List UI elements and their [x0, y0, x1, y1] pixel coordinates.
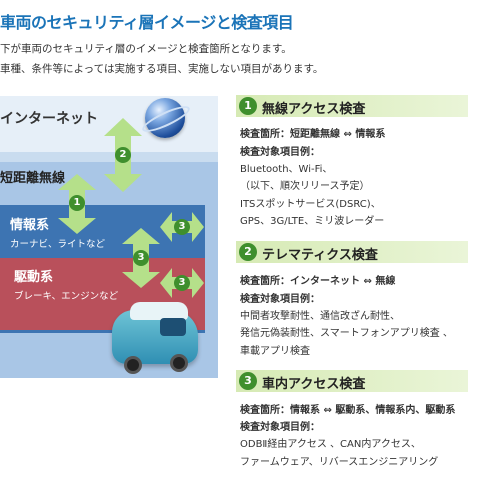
section-2-number: 2	[239, 243, 257, 261]
section-3-number: 3	[239, 372, 257, 390]
page-title: 車両のセキュリティ層イメージと検査項目	[0, 13, 294, 32]
section-2-header	[236, 241, 468, 263]
globe-icon	[145, 98, 185, 138]
section-2-item: 車載アプリ検査	[240, 346, 310, 357]
section-1-header	[236, 95, 468, 117]
section-2-items-label: 検査対象項目例：	[240, 294, 320, 305]
intro-line-2: 車種、条件等によっては実施する項目、実施しない項目があります。	[0, 63, 324, 75]
section-1-title: 無線アクセス検査	[262, 102, 366, 117]
car-roof	[130, 302, 188, 320]
section-2-location: 検査箇所：インターネット ⇔ 無線	[240, 276, 396, 287]
badge-3-b: 3	[174, 219, 190, 235]
car-wheel-rear	[170, 354, 188, 372]
section-3-items-label: 検査対象項目例：	[240, 422, 320, 433]
drive-system-title: 駆動系	[14, 270, 54, 285]
section-2-item: 発信元偽装耐性、スマートフォンアプリ検査 、	[240, 328, 453, 339]
section-2-title: テレマティクス検査	[262, 248, 378, 263]
section-3-header	[236, 370, 468, 392]
drive-system-sub: ブレーキ、エンジンなど	[14, 291, 119, 302]
section-3-item: ファームウェア、リバースエンジニアリング	[240, 457, 439, 468]
section-3-title: 車内アクセス検査	[262, 377, 366, 392]
section-3-location: 検査箇所：情報系 ⇔ 駆動系、情報系内、駆動系	[240, 405, 456, 416]
section-1-item: Bluetooth、Wi-Fi、	[240, 164, 333, 175]
short-range-label: 短距離無線	[0, 171, 66, 186]
badge-2: 2	[115, 147, 131, 163]
section-1-item: （以下、順次リリース予定）	[240, 181, 370, 192]
section-1-item: GPS、3G/LTE、ミリ波レーダー	[240, 216, 385, 227]
info-system-sub: カーナビ、ライトなど	[10, 239, 106, 250]
section-1-items-label: 検査対象項目例：	[240, 147, 320, 158]
internet-label: インターネット	[0, 111, 98, 127]
badge-1: 1	[69, 195, 85, 211]
car-window	[160, 318, 186, 336]
car-wheel-front	[124, 356, 142, 374]
badge-3-c: 3	[174, 275, 190, 291]
badge-3-a: 3	[133, 250, 149, 266]
section-1-item: ITSスポットサービス(DSRC)、	[240, 199, 381, 210]
section-1-number: 1	[239, 97, 257, 115]
info-system-title: 情報系	[10, 218, 50, 233]
section-2-item: 中間者攻撃耐性、通信改ざん耐性、	[240, 311, 400, 322]
section-3-item: ODBⅡ経由アクセス 、CAN内アクセス、	[240, 439, 421, 450]
intro-line-1: 下が車両のセキュリティ層のイメージと検査箇所となります。	[0, 43, 292, 55]
section-1-location: 検査箇所：短距離無線 ⇔ 情報系	[240, 129, 386, 140]
